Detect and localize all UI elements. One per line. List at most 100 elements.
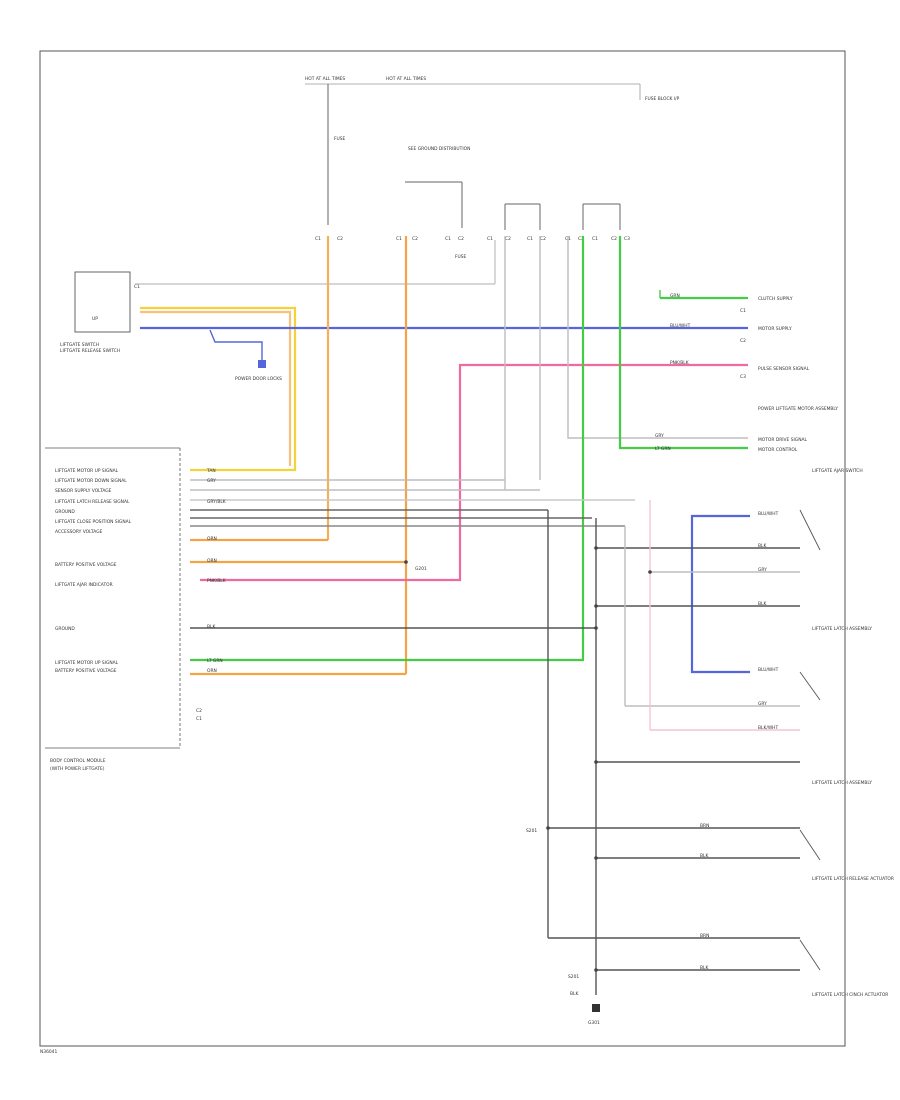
- svg-text:C1: C1: [527, 236, 533, 242]
- svg-text:LIFTGATE LATCH CINCH ACTUATOR: LIFTGATE LATCH CINCH ACTUATOR: [812, 992, 888, 998]
- svg-text:TAN: TAN: [206, 468, 216, 474]
- svg-text:MOTOR SUPPLY: MOTOR SUPPLY: [758, 326, 792, 332]
- svg-text:LIFTGATE MOTOR UP SIGNAL: LIFTGATE MOTOR UP SIGNAL: [55, 660, 119, 666]
- svg-text:BLU/WHT: BLU/WHT: [670, 323, 691, 329]
- svg-text:C1: C1: [396, 236, 402, 242]
- svg-text:C1: C1: [592, 236, 598, 242]
- svg-text:LIFTGATE MOTOR DOWN SIGNAL: LIFTGATE MOTOR DOWN SIGNAL: [55, 478, 127, 484]
- left-switch-sub: LIFTGATE RELEASE SWITCH: [60, 348, 120, 354]
- bcm-connector-c1: C1: [196, 716, 202, 722]
- svg-text:BLK: BLK: [758, 543, 766, 549]
- diagram-code: N36041: [40, 1049, 57, 1055]
- bcm-wire-tags: TAN GRY GRY/BLK ORN ORN PNK/BLK BLK LT G…: [206, 468, 226, 674]
- svg-text:C1: C1: [740, 308, 746, 314]
- svg-text:BRN: BRN: [700, 823, 709, 829]
- svg-text:BLU/WHT: BLU/WHT: [758, 511, 779, 517]
- svg-text:LIFTGATE CLOSE POSITION SIGNAL: LIFTGATE CLOSE POSITION SIGNAL: [55, 519, 132, 525]
- fusible-link-note: SEE GROUND DISTRIBUTION: [408, 146, 470, 152]
- svg-text:ORN: ORN: [207, 536, 217, 542]
- bcm-pin-labels: LIFTGATE MOTOR UP SIGNAL LIFTGATE MOTOR …: [55, 468, 132, 674]
- wire-orange-upper: [140, 310, 292, 466]
- svg-text:GROUND: GROUND: [55, 626, 75, 632]
- splice-dot-orange: [404, 560, 408, 564]
- svg-text:GRY: GRY: [758, 567, 767, 573]
- svg-text:PNK/BLK: PNK/BLK: [207, 578, 226, 584]
- svg-text:C2: C2: [458, 236, 464, 242]
- splice-s201: S201: [526, 828, 537, 834]
- svg-text:ORN: ORN: [207, 668, 217, 674]
- wire-green-vertical-2: [190, 236, 585, 662]
- svg-text:C2: C2: [611, 236, 617, 242]
- svg-text:GRN: GRN: [670, 293, 680, 299]
- svg-text:LIFTGATE AJAR INDICATOR: LIFTGATE AJAR INDICATOR: [55, 582, 113, 588]
- svg-text:FUSE: FUSE: [455, 254, 467, 260]
- svg-text:BLK: BLK: [758, 601, 766, 607]
- left-liftgate-switch: C1 UP LIFTGATE SWITCH LIFTGATE RELEASE S…: [60, 271, 140, 354]
- bottom-ground-label: G301: [588, 1020, 600, 1026]
- svg-text:LT GRN: LT GRN: [207, 658, 223, 664]
- svg-text:GRY: GRY: [758, 701, 767, 707]
- svg-text:C3: C3: [740, 374, 746, 380]
- svg-text:C1: C1: [487, 236, 493, 242]
- svg-text:UP: UP: [92, 316, 98, 322]
- svg-text:C2: C2: [740, 338, 746, 344]
- bottom-ground-wire: BLK: [570, 991, 578, 997]
- body-control-module: BODY CONTROL MODULE (WITH POWER LIFTGATE…: [45, 447, 181, 772]
- svg-text:LT GRN: LT GRN: [655, 446, 671, 452]
- diagram-frame: [39, 50, 846, 1047]
- wire-pink-main: [200, 363, 748, 582]
- bottom-splice-label: S201: [568, 974, 579, 980]
- wire-blue-ground: [209, 329, 263, 362]
- svg-text:C2: C2: [337, 236, 343, 242]
- svg-text:LIFTGATE LATCH RELEASE SIGNAL: LIFTGATE LATCH RELEASE SIGNAL: [55, 499, 130, 505]
- left-ground-note: POWER DOOR LOCKS: [235, 376, 282, 382]
- svg-text:C3: C3: [624, 236, 630, 242]
- svg-text:C2: C2: [412, 236, 418, 242]
- svg-text:BRN: BRN: [700, 933, 709, 939]
- top-feed-left-label: HOT AT ALL TIMES: [305, 76, 345, 82]
- svg-text:LIFTGATE LATCH ASSEMBLY: LIFTGATE LATCH ASSEMBLY: [812, 780, 872, 786]
- svg-text:BLU/WHT: BLU/WHT: [758, 667, 779, 673]
- svg-text:LIFTGATE AJAR SWITCH: LIFTGATE AJAR SWITCH: [812, 468, 863, 474]
- svg-text:GRY/BLK: GRY/BLK: [207, 499, 226, 505]
- bottom-ground-symbol: [592, 1004, 600, 1012]
- left-switch-name: LIFTGATE SWITCH: [60, 342, 99, 348]
- svg-text:C1: C1: [445, 236, 451, 242]
- wire-gray-thin-1: [567, 236, 748, 439]
- svg-text:C1: C1: [315, 236, 321, 242]
- wire-green-vertical-1: [618, 236, 748, 450]
- svg-text:C2: C2: [505, 236, 511, 242]
- svg-text:BATTERY POSITIVE VOLTAGE: BATTERY POSITIVE VOLTAGE: [55, 668, 117, 674]
- svg-text:LIFTGATE LATCH RELEASE ACTUATO: LIFTGATE LATCH RELEASE ACTUATOR: [812, 876, 894, 882]
- wire-yellow-upper: [140, 306, 297, 472]
- svg-text:PNK/BLK: PNK/BLK: [670, 360, 689, 366]
- svg-text:LIFTGATE MOTOR UP SIGNAL: LIFTGATE MOTOR UP SIGNAL: [55, 468, 119, 474]
- right-wire-tags: GRN BLU/WHT PNK/BLK GRY LT GRN BLU/WHT B…: [655, 293, 779, 971]
- svg-text:POWER LIFTGATE MOTOR ASSEMBLY: POWER LIFTGATE MOTOR ASSEMBLY: [758, 406, 838, 412]
- svg-text:GRY: GRY: [207, 478, 216, 484]
- svg-text:ORN: ORN: [207, 558, 217, 564]
- svg-text:BLK: BLK: [700, 965, 708, 971]
- svg-text:SENSOR SUPPLY VOLTAGE: SENSOR SUPPLY VOLTAGE: [55, 488, 112, 494]
- splice-g201: G201: [415, 566, 427, 572]
- bcm-wires: [190, 479, 635, 676]
- wire-blue-loop: [690, 514, 750, 674]
- bcm-sub: (WITH POWER LIFTGATE): [50, 766, 105, 772]
- svg-text:MOTOR DRIVE SIGNAL: MOTOR DRIVE SIGNAL: [758, 437, 808, 443]
- left-ground-block: [258, 360, 266, 368]
- right-motor-module: CLUTCH SUPPLY MOTOR SUPPLY PULSE SENSOR …: [659, 290, 838, 453]
- svg-text:MOTOR CONTROL: MOTOR CONTROL: [758, 447, 798, 453]
- svg-text:BLK: BLK: [207, 624, 215, 630]
- right-switches: LIFTGATE AJAR SWITCH LIFTGATE LATCH ASSE…: [548, 468, 894, 998]
- bcm-connector-c2: C2: [196, 708, 202, 714]
- svg-text:PULSE SENSOR SIGNAL: PULSE SENSOR SIGNAL: [758, 366, 810, 372]
- svg-text:CLUTCH SUPPLY: CLUTCH SUPPLY: [758, 296, 793, 302]
- fuse-left-label: FUSE: [334, 136, 346, 142]
- svg-text:BATTERY POSITIVE VOLTAGE: BATTERY POSITIVE VOLTAGE: [55, 562, 117, 568]
- fuse-block-note: FUSE BLOCK I/P: [645, 96, 680, 102]
- svg-text:ACCESSORY VOLTAGE: ACCESSORY VOLTAGE: [55, 529, 103, 535]
- svg-text:BLK/WHT: BLK/WHT: [758, 725, 778, 731]
- svg-text:GROUND: GROUND: [55, 509, 75, 515]
